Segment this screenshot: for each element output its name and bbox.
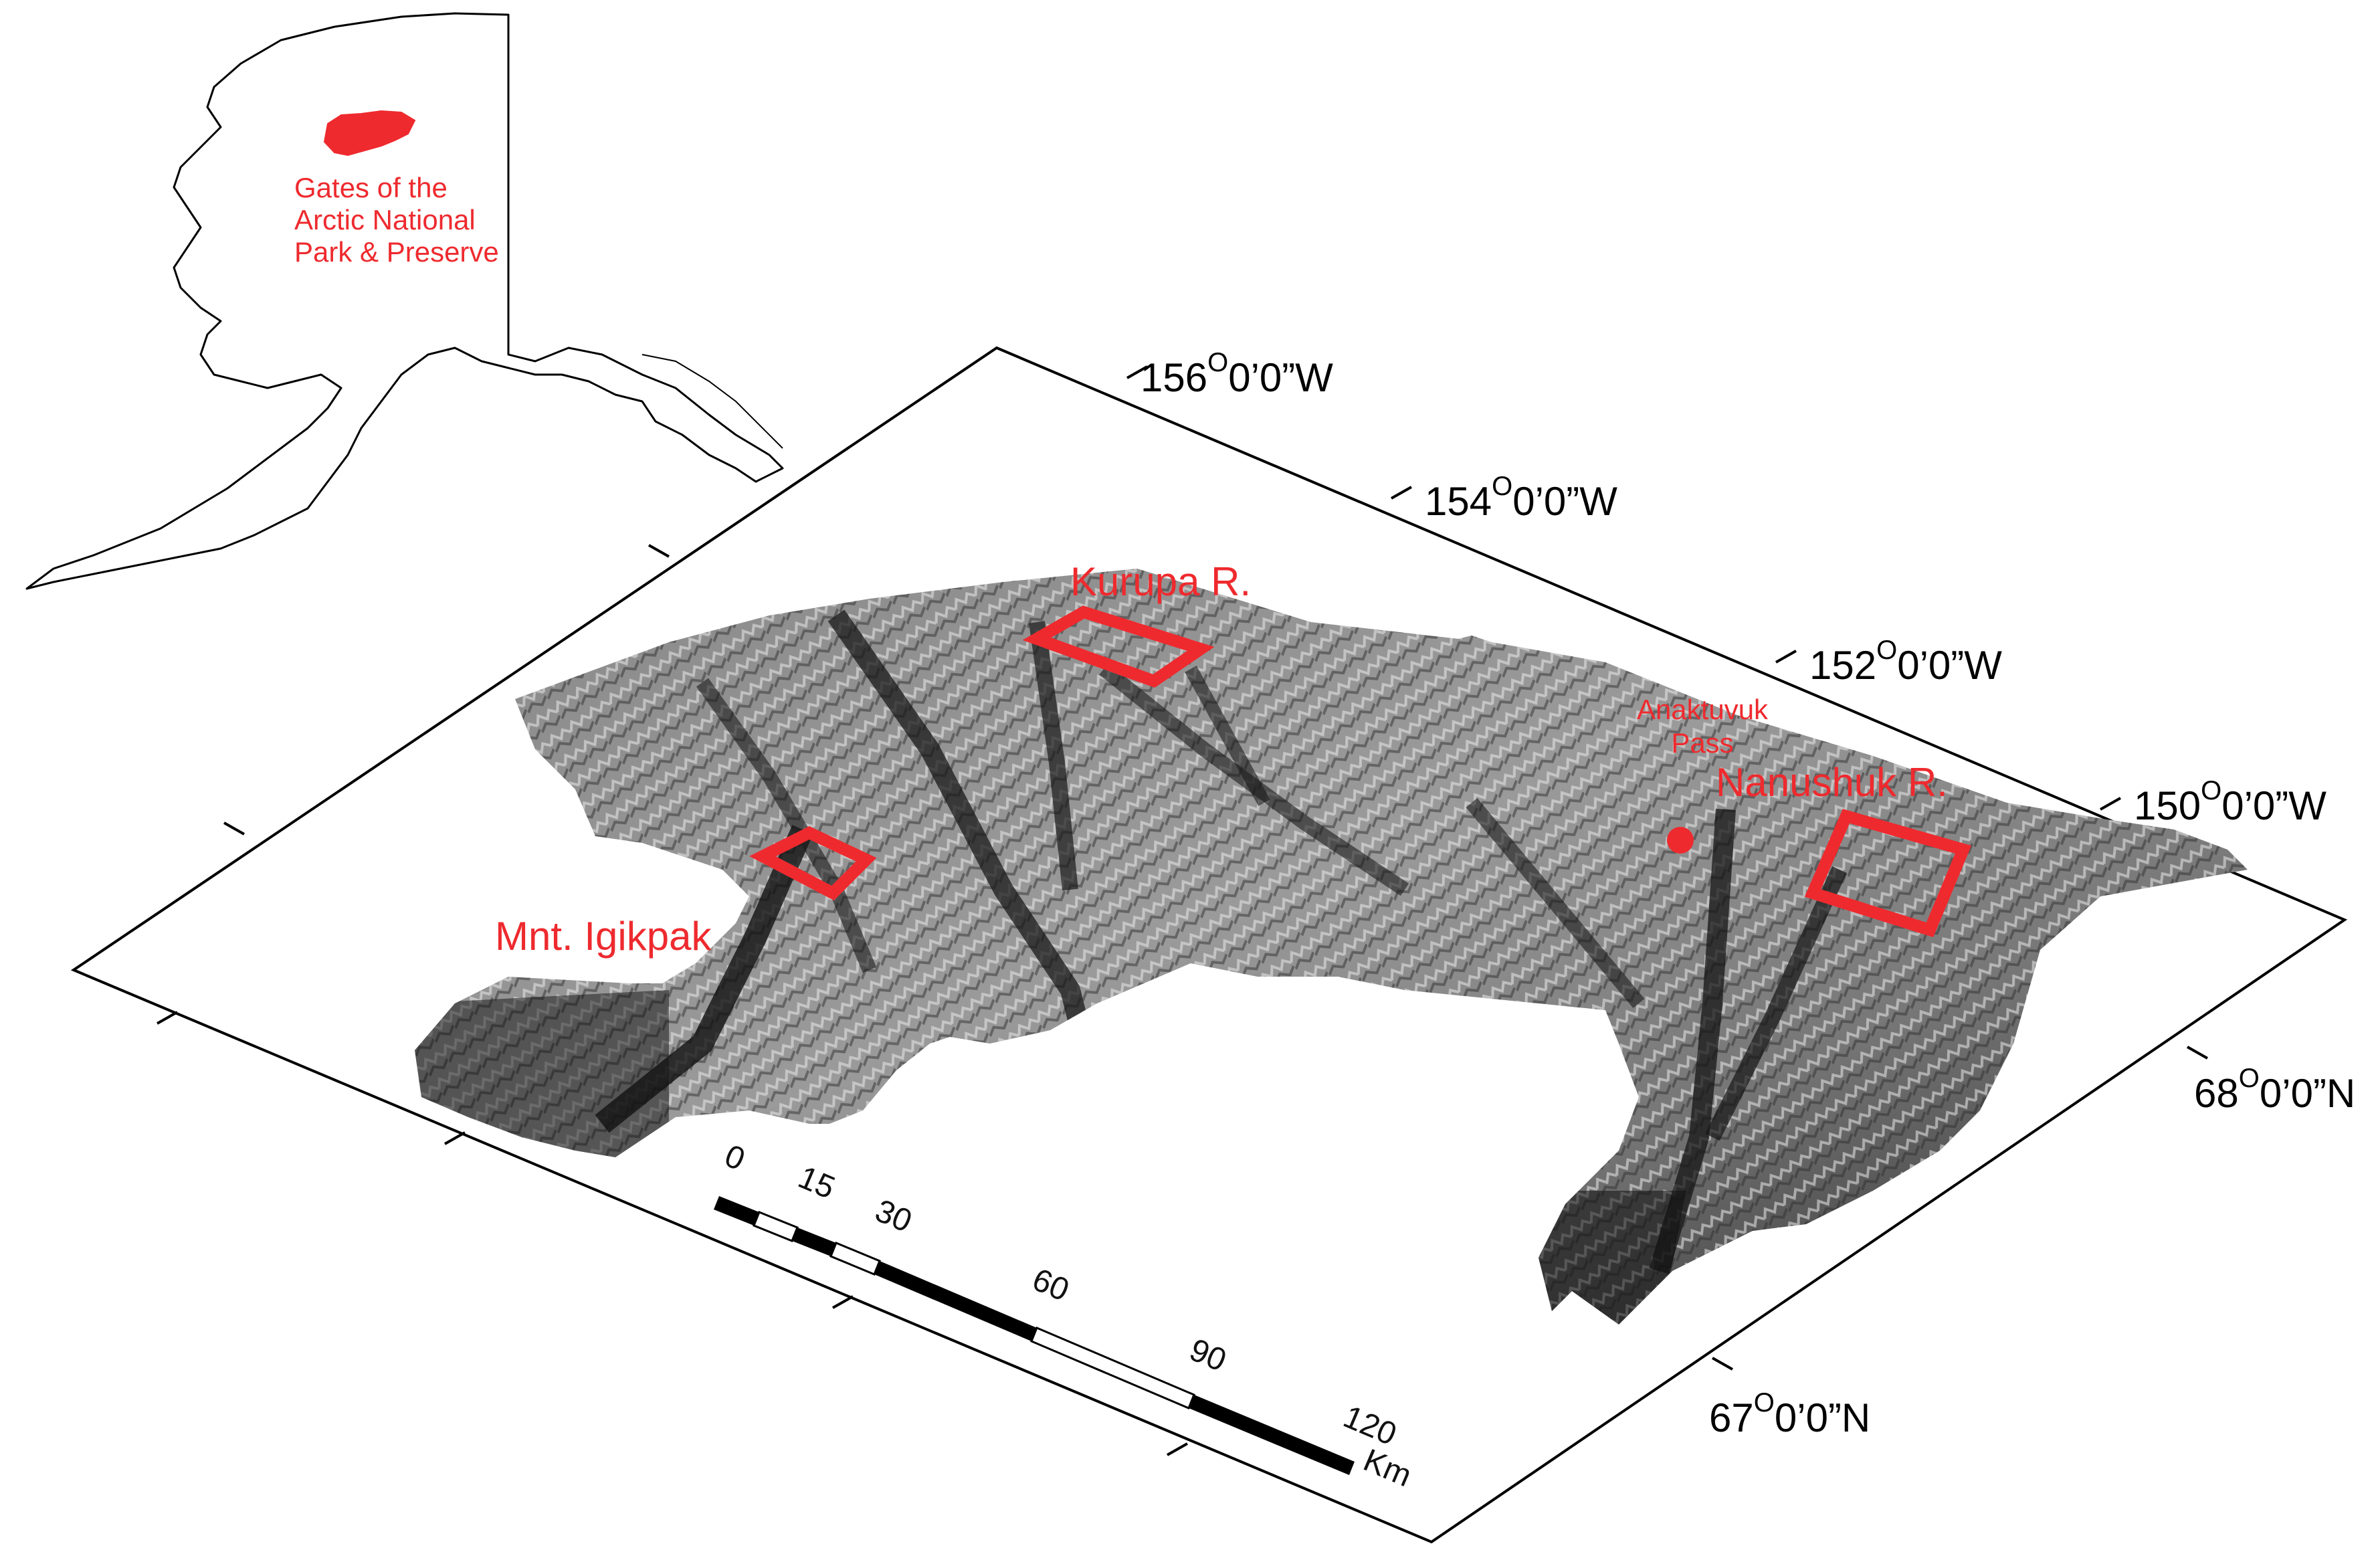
inset-label-line-3: Park & Preserve bbox=[294, 236, 499, 268]
nanushuk-label: Nanushuk R. bbox=[1716, 760, 1948, 805]
anaktuvuk-label-line-2: Pass bbox=[1671, 727, 1733, 759]
lat-label-68: 68O0’0”N bbox=[2194, 1064, 2355, 1116]
lon-label-156: 156O0’0”W bbox=[1141, 348, 1333, 400]
scale-tick-30: 30 bbox=[870, 1193, 917, 1240]
lon-label-150: 150O0’0”W bbox=[2134, 776, 2326, 828]
kurupa-study-box bbox=[1022, 605, 1215, 688]
inset-label-line-2: Arctic National bbox=[294, 204, 476, 235]
lon-label-154: 154O0’0”W bbox=[1425, 472, 1617, 524]
scale-tick-60: 60 bbox=[1027, 1262, 1074, 1308]
scale-seg-30-60 bbox=[829, 1242, 881, 1276]
study-areas bbox=[749, 605, 1972, 938]
scale-seg-90-120 bbox=[1189, 1395, 1355, 1475]
lowland-shadow bbox=[415, 990, 669, 1164]
scale-seg-15-30 bbox=[753, 1211, 799, 1242]
anaktuvuk-label-line-1: Anaktuvuk bbox=[1637, 694, 1769, 725]
valley-channel bbox=[1466, 797, 1645, 1009]
scale-seg-30-60b bbox=[874, 1261, 1037, 1341]
scale-tick-15: 15 bbox=[793, 1159, 840, 1206]
gates-of-arctic-park-shape bbox=[323, 110, 416, 157]
valley-channel bbox=[1029, 621, 1078, 891]
scale-bar: 0 15 30 60 90 120 Km bbox=[714, 1138, 1417, 1494]
graticule-ticks bbox=[157, 365, 2208, 1456]
valley-channel bbox=[1705, 866, 1847, 1141]
anaktuvuk-pass-marker bbox=[1667, 827, 1694, 854]
scale-seg-60-90 bbox=[1030, 1327, 1195, 1409]
valley-channel bbox=[827, 609, 1094, 1046]
southeast-panhandle bbox=[641, 354, 783, 449]
scale-tick-90: 90 bbox=[1185, 1332, 1231, 1379]
valley-channel bbox=[1185, 666, 1270, 806]
scale-unit: Km bbox=[1359, 1442, 1417, 1494]
scale-seg-0-15 bbox=[714, 1196, 759, 1226]
map-frame bbox=[70, 346, 2348, 1544]
scale-tick-0: 0 bbox=[720, 1138, 750, 1177]
alaska-outline bbox=[25, 12, 784, 590]
lat-label-67: 67O0’0”N bbox=[1709, 1388, 1870, 1440]
lowland-shadow bbox=[1539, 1191, 1686, 1325]
alaska-inset: Gates of the Arctic National Park & Pres… bbox=[25, 12, 784, 590]
igikpak-label: Mnt. Igikpak bbox=[495, 914, 712, 959]
scale-tick-120: 120 bbox=[1338, 1399, 1401, 1452]
inset-label-line-1: Gates of the bbox=[294, 172, 448, 203]
igikpak-study-box bbox=[749, 825, 877, 901]
nanushuk-study-box bbox=[1804, 809, 1972, 938]
lon-label-152: 152O0’0”W bbox=[1809, 636, 2002, 688]
kurupa-label: Kurupa R. bbox=[1070, 559, 1251, 604]
scale-seg-15-30b bbox=[792, 1228, 836, 1256]
